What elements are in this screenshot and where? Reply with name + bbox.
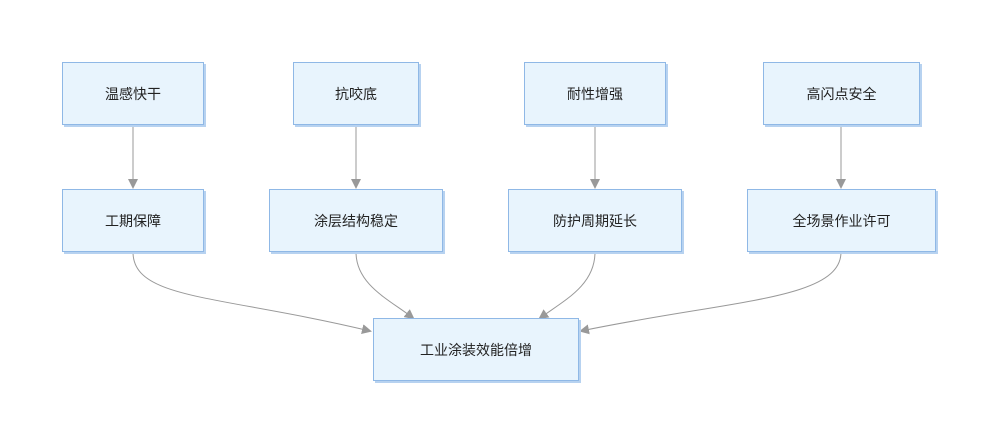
node-coating-stability: 涂层结构稳定 <box>269 189 443 252</box>
node-label: 温感快干 <box>105 86 161 103</box>
edge-mid4-goal <box>579 251 842 335</box>
node-label: 高闪点安全 <box>806 86 877 103</box>
node-durability: 耐性增强 <box>524 62 666 125</box>
node-label: 全场景作业许可 <box>792 213 891 230</box>
node-goal: 工业涂装效能倍增 <box>373 318 579 381</box>
node-flash-point-safety: 高闪点安全 <box>763 62 920 125</box>
node-label: 工期保障 <box>105 213 161 230</box>
node-label: 抗咬底 <box>335 86 377 103</box>
edge-mid2-goal <box>355 251 415 320</box>
node-quick-dry: 温感快干 <box>62 62 204 125</box>
node-label: 涂层结构稳定 <box>314 213 398 230</box>
node-label: 工业涂装效能倍增 <box>420 342 532 359</box>
node-schedule-guarantee: 工期保障 <box>62 189 204 252</box>
node-label: 防护周期延长 <box>553 213 637 230</box>
node-anti-bite: 抗咬底 <box>293 62 419 125</box>
node-protection-extension: 防护周期延长 <box>508 189 682 252</box>
node-all-scenario-permit: 全场景作业许可 <box>747 189 936 252</box>
edge-mid3-goal <box>538 251 596 320</box>
edge-mid1-goal <box>132 251 372 334</box>
node-label: 耐性增强 <box>567 86 623 103</box>
